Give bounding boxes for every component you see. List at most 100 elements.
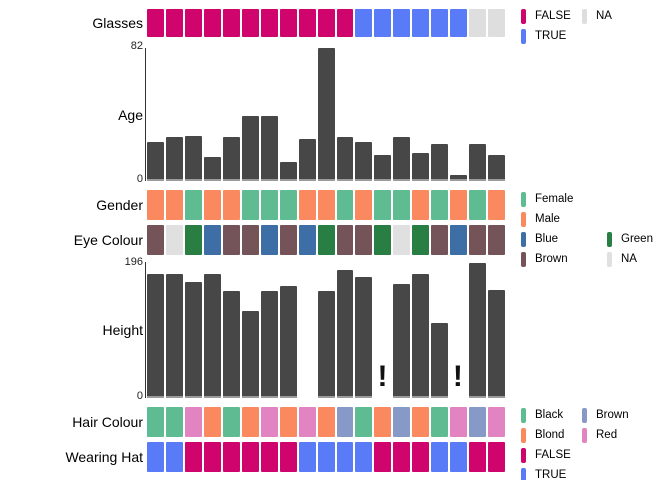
hair-colour-tile-2 bbox=[165, 407, 183, 437]
age-bar-5 bbox=[222, 137, 240, 181]
eye-colour-tile-9 bbox=[298, 225, 316, 255]
age-axis-min-label: 0 bbox=[136, 173, 143, 185]
glasses-tile-17 bbox=[450, 9, 468, 37]
hair-colour-tile-15 bbox=[412, 407, 430, 437]
wearing-hat-tile-1 bbox=[147, 442, 164, 472]
age-bar-19 bbox=[488, 155, 506, 181]
eye-colour-tile-19 bbox=[488, 225, 506, 255]
wearing-hat-tile-7 bbox=[260, 442, 278, 472]
age-bar-18 bbox=[469, 144, 487, 181]
age-bar-slot-8 bbox=[279, 48, 297, 181]
gender-tile-6 bbox=[241, 190, 259, 220]
hair-colour-legend-swatch-blond bbox=[521, 428, 526, 443]
height-bar-18 bbox=[469, 263, 487, 398]
age-axis-max-label: 82 bbox=[130, 40, 143, 52]
age-bar-17 bbox=[450, 175, 468, 181]
row-label-age: Age bbox=[118, 107, 143, 123]
eye-colour-tile-3 bbox=[184, 225, 202, 255]
glasses-tile-3 bbox=[184, 9, 202, 37]
glasses-tile-19 bbox=[488, 9, 506, 37]
glasses-tile-10 bbox=[317, 9, 335, 37]
height-bar-slot-9 bbox=[299, 262, 316, 398]
age-bar-slot-6 bbox=[241, 48, 259, 181]
height-bar-slot-3 bbox=[184, 262, 202, 398]
wearing-hat-tile-19 bbox=[488, 442, 506, 472]
eye-colour-tile-17 bbox=[450, 225, 468, 255]
row-label-height: Height bbox=[102, 322, 143, 338]
height-bar-slot-8 bbox=[279, 262, 297, 398]
hair-colour-tile-strip bbox=[147, 407, 506, 437]
age-bar-16 bbox=[431, 144, 449, 181]
eye-colour-legend-label-na: NA bbox=[621, 253, 637, 265]
glasses-legend-label-na: NA bbox=[596, 10, 612, 22]
eye-colour-tile-18 bbox=[469, 225, 487, 255]
height-bar-19 bbox=[488, 290, 506, 398]
glasses-legend-label-true: TRUE bbox=[535, 30, 567, 42]
eye-colour-tile-15 bbox=[412, 225, 430, 255]
eye-colour-tile-5 bbox=[222, 225, 240, 255]
wearing-hat-tile-strip bbox=[147, 442, 506, 472]
height-bar-1 bbox=[147, 274, 164, 398]
gender-legend-label-male: Male bbox=[535, 213, 560, 225]
glasses-tile-6 bbox=[241, 9, 259, 37]
eye-colour-tile-1 bbox=[147, 225, 164, 255]
age-bar-slot-11 bbox=[336, 48, 354, 181]
gender-tile-4 bbox=[203, 190, 221, 220]
gender-tile-18 bbox=[469, 190, 487, 220]
age-bar-slot-3 bbox=[184, 48, 202, 181]
age-bar-chart bbox=[147, 48, 506, 181]
wearing-hat-legend-label-true: TRUE bbox=[535, 469, 567, 480]
wearing-hat-tile-11 bbox=[336, 442, 354, 472]
eye-colour-legend-swatch-brown bbox=[521, 252, 526, 267]
hair-colour-tile-1 bbox=[147, 407, 164, 437]
row-label-hair-colour: Hair Colour bbox=[72, 414, 143, 430]
gender-tile-3 bbox=[184, 190, 202, 220]
hair-colour-legend-label-blond: Blond bbox=[535, 429, 565, 441]
age-bar-slot-18 bbox=[469, 48, 487, 181]
height-bar-slot-11 bbox=[336, 262, 354, 398]
gender-tile-10 bbox=[317, 190, 335, 220]
age-bar-slot-16 bbox=[431, 48, 449, 181]
age-bar-slot-19 bbox=[488, 48, 506, 181]
height-bar-slot-18 bbox=[469, 262, 487, 398]
gender-tile-9 bbox=[298, 190, 316, 220]
wearing-hat-tile-9 bbox=[298, 442, 316, 472]
age-bar-12 bbox=[355, 142, 373, 181]
eye-colour-tile-10 bbox=[317, 225, 335, 255]
age-bar-slot-12 bbox=[355, 48, 373, 181]
age-bar-10 bbox=[317, 48, 335, 181]
row-label-eye-colour: Eye Colour bbox=[73, 232, 143, 248]
gender-tile-13 bbox=[374, 190, 392, 220]
height-bar-5 bbox=[222, 291, 240, 398]
age-bar-13 bbox=[374, 155, 392, 181]
age-bar-slot-14 bbox=[393, 48, 411, 181]
age-bar-slot-9 bbox=[298, 48, 316, 181]
age-bar-7 bbox=[260, 116, 278, 181]
gender-tile-8 bbox=[279, 190, 297, 220]
hair-colour-legend-label-black: Black bbox=[535, 409, 564, 421]
gender-tile-2 bbox=[165, 190, 183, 220]
eye-colour-tile-12 bbox=[355, 225, 373, 255]
age-bar-slot-15 bbox=[412, 48, 430, 181]
age-bar-14 bbox=[393, 137, 411, 181]
wearing-hat-tile-10 bbox=[317, 442, 335, 472]
hair-colour-tile-14 bbox=[393, 407, 411, 437]
gender-tile-1 bbox=[147, 190, 164, 220]
height-bar-12 bbox=[355, 277, 373, 398]
wearing-hat-tile-5 bbox=[222, 442, 240, 472]
gender-tile-strip bbox=[147, 190, 506, 220]
height-bar-10 bbox=[317, 291, 335, 398]
height-bar-4 bbox=[203, 274, 221, 398]
glasses-tile-13 bbox=[374, 9, 392, 37]
eye-colour-tile-8 bbox=[279, 225, 297, 255]
glasses-legend-swatch-na bbox=[582, 9, 587, 24]
hair-colour-legend-swatch-brown bbox=[582, 408, 587, 423]
gender-tile-16 bbox=[431, 190, 449, 220]
height-bar-2 bbox=[165, 274, 183, 398]
age-bar-2 bbox=[165, 137, 183, 181]
glasses-tile-16 bbox=[431, 9, 449, 37]
eye-colour-tile-7 bbox=[260, 225, 278, 255]
glasses-tile-7 bbox=[260, 9, 278, 37]
height-bar-slot-15 bbox=[412, 262, 430, 398]
age-bar-slot-13 bbox=[374, 48, 392, 181]
